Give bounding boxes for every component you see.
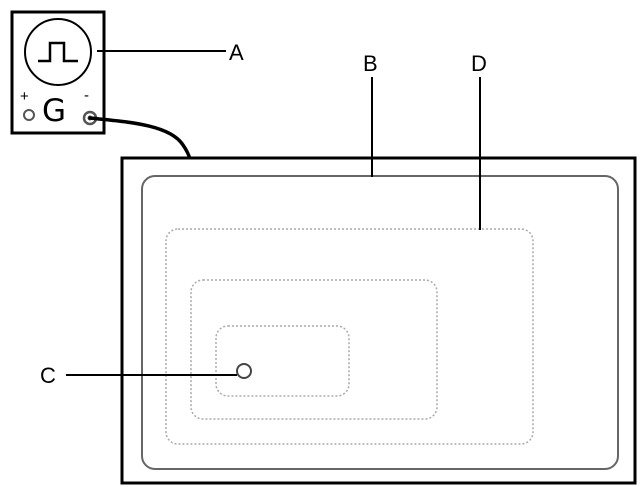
generator: + - G <box>10 10 106 135</box>
positive-terminal <box>23 109 35 121</box>
label-b: B <box>363 51 378 76</box>
loop-b <box>141 175 619 470</box>
generator-display <box>24 18 92 86</box>
label-d: D <box>471 51 487 76</box>
plus-sign: + <box>20 88 29 105</box>
label-c: C <box>40 363 56 388</box>
generator-letter: G <box>42 93 66 129</box>
dotted-loop-middle <box>190 279 438 420</box>
dotted-loop-outer <box>165 228 534 445</box>
label-a: A <box>229 40 244 65</box>
square-pulse-icon <box>38 41 78 63</box>
minus-sign: - <box>84 87 89 104</box>
center-terminal <box>236 363 252 379</box>
outer-frame <box>120 156 637 485</box>
